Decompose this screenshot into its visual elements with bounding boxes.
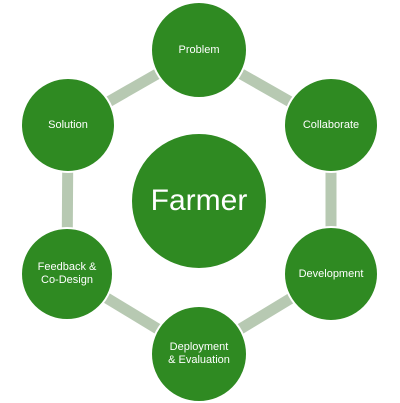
- node-development: Development: [283, 226, 379, 322]
- center-node-label: Farmer: [150, 184, 248, 217]
- node-deployment-evaluation: Deployment & Evaluation: [150, 305, 248, 403]
- node-collaborate: Collaborate: [283, 77, 379, 173]
- node-solution: Solution: [20, 77, 116, 173]
- node-feedback-co-design-label: Feedback & Co-Design: [37, 261, 97, 286]
- node-deployment-evaluation-label: Deployment & Evaluation: [168, 341, 230, 366]
- node-feedback-co-design: Feedback & Co-Design: [20, 227, 114, 321]
- center-node: Farmer: [130, 132, 268, 270]
- node-solution-label: Solution: [48, 118, 88, 131]
- node-collaborate-label: Collaborate: [302, 118, 360, 131]
- node-problem-label: Problem: [178, 43, 220, 56]
- node-problem: Problem: [150, 1, 248, 99]
- node-development-label: Development: [298, 267, 364, 280]
